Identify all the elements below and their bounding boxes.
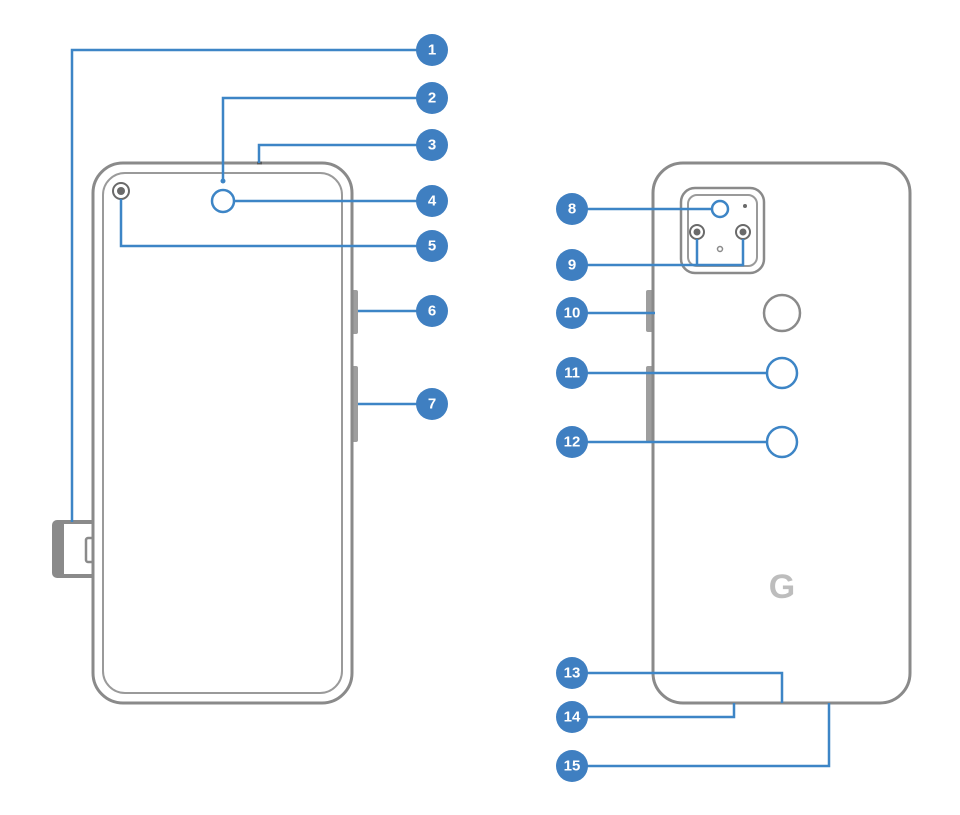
sim-tray-icon	[52, 520, 100, 578]
callout-9: 9	[556, 249, 588, 281]
callout-6: 6	[416, 295, 448, 327]
leader-lines	[70, 48, 831, 768]
svg-text:8: 8	[568, 201, 576, 218]
phone-back-view: G	[646, 161, 912, 705]
phone-front-body	[91, 161, 354, 705]
callout-10: 10	[556, 297, 588, 329]
callout-2: 2	[416, 82, 448, 114]
leader-line-9	[572, 239, 745, 267]
svg-text:9: 9	[568, 257, 576, 274]
leader-line-2	[221, 96, 418, 181]
svg-text:1: 1	[428, 42, 436, 59]
svg-text:7: 7	[428, 396, 436, 413]
svg-text:2: 2	[428, 90, 436, 107]
svg-text:3: 3	[428, 137, 436, 154]
sensor-dot-icon	[743, 204, 747, 208]
leader-line-14	[572, 703, 736, 719]
back-sensor-1-icon	[762, 293, 802, 333]
front-camera-icon	[112, 182, 130, 200]
callout-badges: 1 2 3 4 5 6 7 8 9 10 11 12 13 14 15	[416, 34, 588, 782]
callout-14: 14	[556, 701, 588, 733]
rear-camera-right-icon	[735, 224, 751, 240]
svg-text:10: 10	[564, 305, 581, 322]
rear-mic-icon	[716, 245, 724, 253]
rear-camera-left-icon	[689, 224, 705, 240]
leader-line-15	[572, 703, 831, 768]
callout-4: 4	[416, 185, 448, 217]
leader-line-5	[119, 199, 418, 248]
svg-text:5: 5	[428, 238, 436, 255]
leader-line-1	[70, 48, 418, 522]
svg-text:15: 15	[564, 758, 581, 775]
callout-3: 3	[416, 129, 448, 161]
callout-15: 15	[556, 750, 588, 782]
camera-module-icon	[679, 186, 766, 275]
callout-11: 11	[556, 357, 588, 389]
svg-text:4: 4	[428, 193, 437, 210]
svg-text:6: 6	[428, 303, 436, 320]
svg-text:11: 11	[564, 365, 580, 382]
callout-12: 12	[556, 426, 588, 458]
svg-text:12: 12	[564, 434, 581, 451]
svg-text:13: 13	[564, 665, 581, 682]
callout-5: 5	[416, 230, 448, 262]
svg-text:14: 14	[564, 709, 581, 726]
google-g-logo: G	[769, 568, 795, 606]
callout-1: 1	[416, 34, 448, 66]
leader-line-13	[572, 671, 784, 703]
phone-front-view	[52, 161, 358, 705]
callout-7: 7	[416, 388, 448, 420]
callout-13: 13	[556, 657, 588, 689]
leader-line-3	[257, 143, 418, 163]
callout-8: 8	[556, 193, 588, 225]
